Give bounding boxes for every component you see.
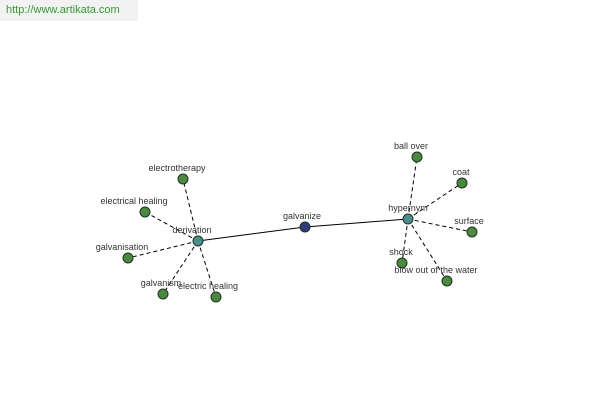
label-derivation: derivation xyxy=(172,225,211,235)
node-galvanism[interactable] xyxy=(157,288,169,300)
edge-hypernym-blow-out-of-the-water xyxy=(407,218,448,282)
site-link[interactable]: http://www.artikata.com xyxy=(6,4,120,16)
label-surface: surface xyxy=(454,216,484,226)
node-hypernym[interactable] xyxy=(402,213,414,225)
edge-hypernym-ball-over xyxy=(407,156,418,220)
edge-hypernym-coat xyxy=(407,182,463,220)
edge-hypernym-shock xyxy=(401,218,409,264)
node-electric-healing[interactable] xyxy=(210,291,222,303)
edge-derivation-center xyxy=(197,226,306,242)
edge-hypernym-surface xyxy=(407,218,473,233)
edge-derivation-galvanism xyxy=(162,240,199,295)
edge-derivation-electrical-healing xyxy=(144,211,199,242)
label-electric-healing: electric healing xyxy=(178,281,238,291)
edge-center-hypernym xyxy=(304,218,409,228)
label-electrotherapy: electrotherapy xyxy=(148,163,206,173)
node-electrotherapy[interactable] xyxy=(177,173,189,185)
edge-derivation-electrotherapy xyxy=(182,178,199,242)
label-coat: coat xyxy=(452,167,470,177)
node-galvanize[interactable] xyxy=(299,221,311,233)
node-galvanisation[interactable] xyxy=(122,252,134,264)
label-galvanisation: galvanisation xyxy=(96,242,149,252)
node-shock[interactable] xyxy=(396,257,408,269)
node-ball-over[interactable] xyxy=(411,151,423,163)
label-shock: shock xyxy=(389,247,413,257)
label-hypernym: hypernym xyxy=(388,203,428,213)
label-galvanize: galvanize xyxy=(283,211,321,221)
site-banner: http://www.artikata.com xyxy=(0,0,138,21)
label-blow-out-of-the-water: blow out of the water xyxy=(394,265,477,275)
label-electrical-healing: electrical healing xyxy=(100,196,167,206)
node-electrical-healing[interactable] xyxy=(139,206,151,218)
node-derivation[interactable] xyxy=(192,235,204,247)
label-ball-over: ball over xyxy=(394,141,428,151)
edge-derivation-electric-healing xyxy=(197,240,217,298)
label-galvanism: galvanism xyxy=(141,278,182,288)
node-coat[interactable] xyxy=(456,177,468,189)
edge-derivation-galvanisation xyxy=(127,240,199,259)
node-surface[interactable] xyxy=(466,226,478,238)
node-blow-out-of-the-water[interactable] xyxy=(441,275,453,287)
